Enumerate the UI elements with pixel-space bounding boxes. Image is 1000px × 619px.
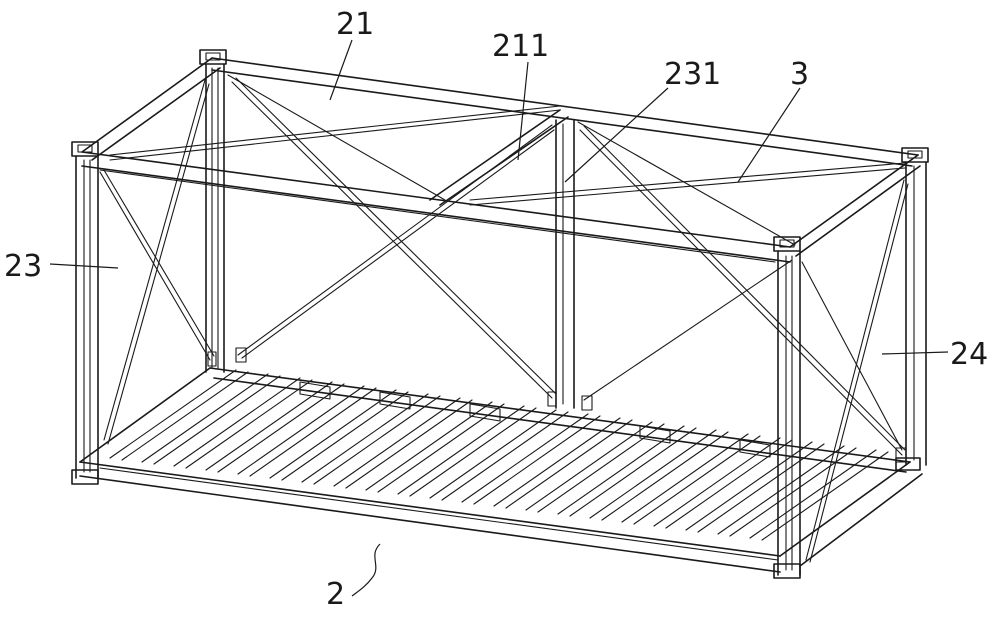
label-right-end: 24 xyxy=(950,337,988,372)
label-assembly: 2 xyxy=(326,577,345,612)
label-mid-brace: 231 xyxy=(664,57,721,92)
floor-cross-members xyxy=(109,369,889,541)
leader-lines xyxy=(49,39,949,597)
base-frame xyxy=(71,367,923,579)
label-left-end: 23 xyxy=(4,249,42,284)
label-top-frame: 21 xyxy=(336,7,374,42)
corner-posts xyxy=(75,63,927,576)
reference-labels: 21 211 231 3 23 24 2 xyxy=(4,7,988,612)
label-top-mid-beam: 211 xyxy=(492,29,549,64)
label-tie-rod: 3 xyxy=(790,57,809,92)
bracing xyxy=(99,77,909,563)
